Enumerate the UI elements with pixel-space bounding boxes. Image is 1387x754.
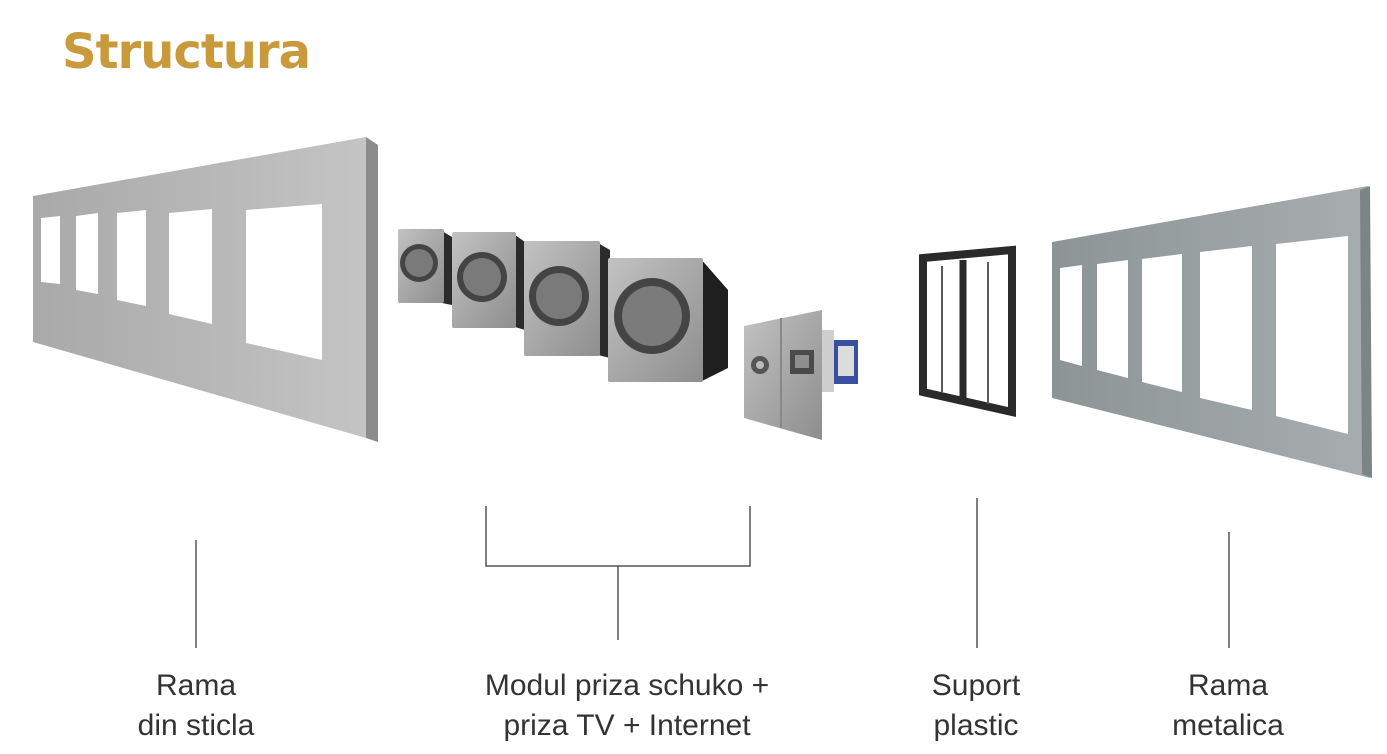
schuko-module-4 xyxy=(608,258,728,382)
plastic-support xyxy=(919,245,1016,417)
glass-frame-cutout-2 xyxy=(76,213,98,294)
glass-frame-cutout-1 xyxy=(41,216,60,284)
label-metal-frame-line2: metalica xyxy=(1172,709,1284,742)
label-metal-frame: Rama metalica xyxy=(1128,666,1328,746)
schuko-module-2 xyxy=(452,232,525,330)
label-glass-frame-line1: Rama xyxy=(155,669,237,702)
label-metal-frame-line1: Rama xyxy=(1187,669,1269,702)
glass-frame xyxy=(33,137,378,442)
schuko-module-1 xyxy=(398,229,452,305)
metal-frame xyxy=(1052,186,1372,478)
metal-frame-cutout-4 xyxy=(1200,246,1252,410)
label-support: Suport plastic xyxy=(896,666,1056,746)
label-modules: Modul priza schuko + priza TV + Internet xyxy=(437,666,817,746)
glass-frame-cutout-5 xyxy=(246,204,322,360)
glass-frame-cutout-4 xyxy=(169,209,212,324)
metal-frame-cutout-2 xyxy=(1097,260,1128,378)
page-title: Structura xyxy=(62,24,311,80)
callout-bracket-modules xyxy=(485,506,751,567)
label-modules-line1: Modul priza schuko + xyxy=(484,669,770,702)
glass-frame-cutout-3 xyxy=(117,210,146,306)
label-glass-frame: Rama din sticla xyxy=(96,666,296,746)
metal-frame-cutout-3 xyxy=(1142,254,1182,392)
tv-internet-module xyxy=(744,310,858,440)
label-modules-line2: priza TV + Internet xyxy=(503,709,751,742)
label-support-line2: plastic xyxy=(933,709,1019,742)
label-glass-frame-line2: din sticla xyxy=(137,709,255,742)
schuko-module-3 xyxy=(524,241,610,358)
metal-frame-cutout-1 xyxy=(1060,265,1082,366)
glass-frame-edge xyxy=(366,137,378,442)
metal-frame-cutout-5 xyxy=(1276,236,1348,434)
label-support-line1: Suport xyxy=(931,669,1021,702)
